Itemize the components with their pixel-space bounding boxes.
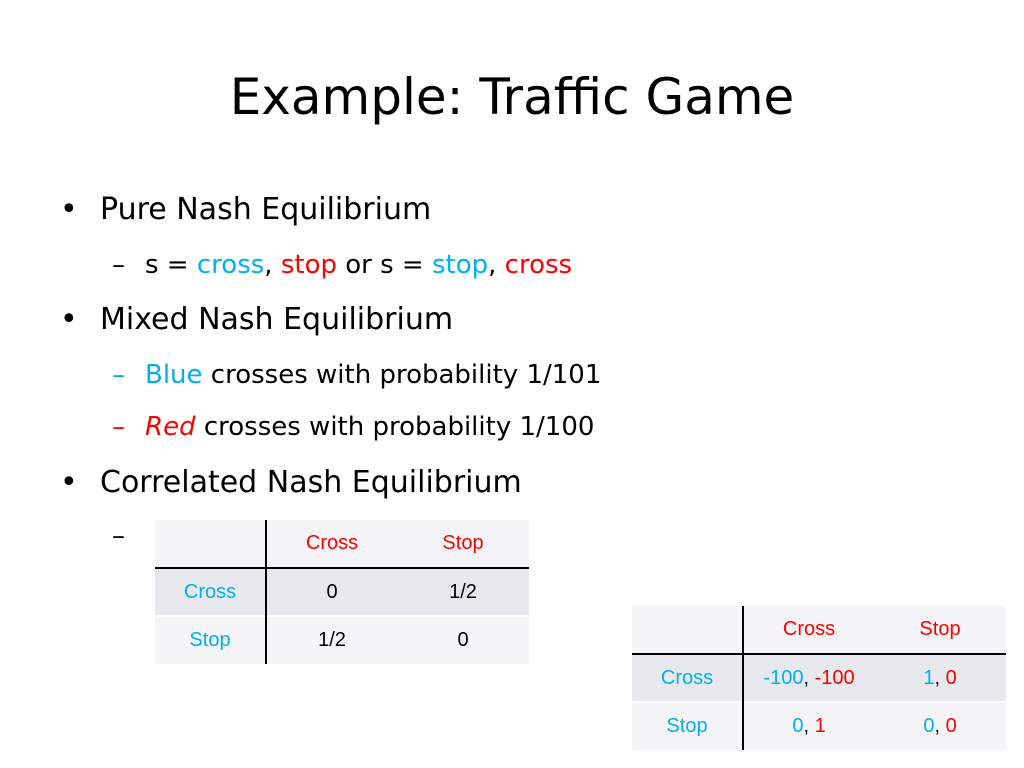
row-header-stop: Stop bbox=[155, 615, 267, 664]
bullet-mixed: • Mixed Nash Equilibrium bbox=[60, 300, 453, 340]
table-row: Cross 0 1/2 bbox=[155, 567, 529, 616]
payoff-cell: -100, -100 bbox=[743, 653, 874, 702]
correlated-table: Cross Stop Cross 0 1/2 Stop 1/2 0 bbox=[155, 520, 529, 664]
bullet-marker: • bbox=[60, 192, 78, 227]
table-cell: 0 bbox=[397, 615, 529, 664]
blue-probability-text: Blue crosses with probability 1/101 bbox=[145, 360, 602, 390]
bullet-pure: • Pure Nash Equilibrium bbox=[60, 190, 431, 230]
col-header-cross: Cross bbox=[266, 520, 397, 569]
sub-bullet-pure: – s = cross, stop or s = stop, cross bbox=[112, 247, 572, 283]
payoff-cell: 0, 0 bbox=[874, 701, 1006, 750]
table-cell: 1/2 bbox=[266, 615, 397, 664]
pure-strategies-text: s = cross, stop or s = stop, cross bbox=[145, 250, 573, 280]
dash-marker: – bbox=[112, 360, 125, 390]
bullet-marker: • bbox=[60, 302, 78, 337]
dash-marker: – bbox=[112, 412, 125, 442]
payoff-cell: 1, 0 bbox=[874, 653, 1006, 702]
sub-bullet-red: – Red crosses with probability 1/100 bbox=[112, 409, 594, 445]
row-header-cross: Cross bbox=[632, 653, 744, 702]
col-header-stop: Stop bbox=[874, 606, 1006, 655]
table-header-row: Cross Stop bbox=[632, 606, 1006, 655]
table-header-row: Cross Stop bbox=[155, 520, 529, 569]
row-header-stop: Stop bbox=[632, 701, 744, 750]
table-corner-cell bbox=[632, 606, 744, 655]
bullet-correlated-text: Correlated Nash Equilibrium bbox=[100, 465, 522, 500]
payoff-cell: 0, 1 bbox=[743, 701, 874, 750]
red-probability-text: Red crosses with probability 1/100 bbox=[145, 412, 595, 442]
slide-title: Example: Traffic Game bbox=[229, 68, 795, 126]
dash-marker: – bbox=[112, 250, 125, 280]
table-row: Stop 1/2 0 bbox=[155, 615, 529, 664]
bullet-correlated: • Correlated Nash Equilibrium bbox=[60, 463, 522, 503]
row-header-cross: Cross bbox=[155, 567, 267, 616]
col-header-cross: Cross bbox=[743, 606, 874, 655]
sub-bullet-correlated: – bbox=[112, 518, 125, 554]
dash-marker: – bbox=[112, 521, 125, 551]
bullet-mixed-text: Mixed Nash Equilibrium bbox=[100, 302, 454, 337]
table-corner-cell bbox=[155, 520, 267, 569]
sub-bullet-blue: – Blue crosses with probability 1/101 bbox=[112, 357, 601, 393]
col-header-stop: Stop bbox=[397, 520, 529, 569]
bullet-marker: • bbox=[60, 465, 78, 500]
table-cell: 0 bbox=[266, 567, 397, 616]
bullet-pure-text: Pure Nash Equilibrium bbox=[100, 192, 432, 227]
table-row: Stop 0, 1 0, 0 bbox=[632, 701, 1006, 750]
payoff-table: Cross Stop Cross -100, -100 1, 0 Stop 0,… bbox=[632, 606, 1006, 750]
table-cell: 1/2 bbox=[397, 567, 529, 616]
table-row: Cross -100, -100 1, 0 bbox=[632, 653, 1006, 702]
